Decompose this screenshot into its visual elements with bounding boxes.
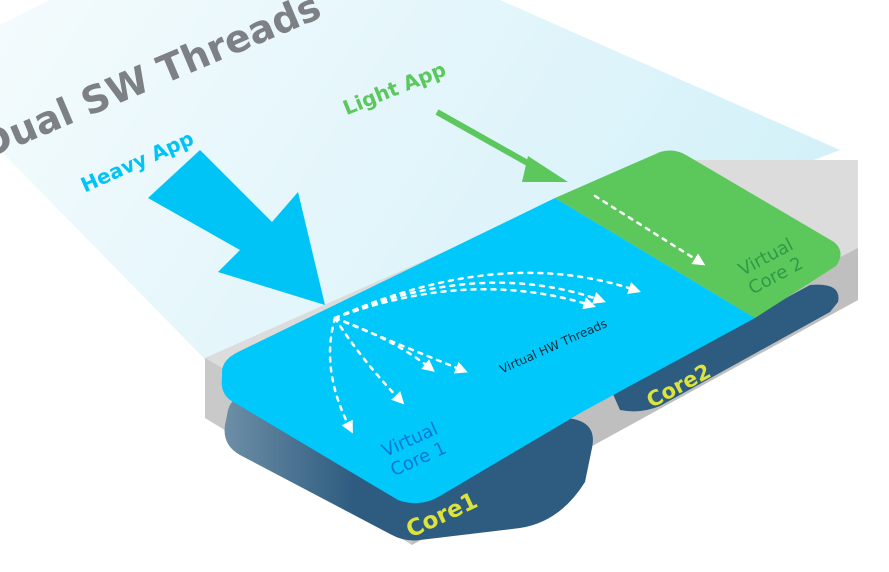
thread-arrow xyxy=(333,316,405,405)
light-thread-arrow xyxy=(593,194,706,266)
physical-core-2 xyxy=(612,284,839,412)
light-beam xyxy=(0,0,840,385)
thread-arrow xyxy=(333,288,596,320)
thread-arrow xyxy=(333,316,468,374)
thread-arrow xyxy=(333,281,606,320)
virtual-core-2 xyxy=(555,150,841,318)
thread-arrow xyxy=(333,271,641,320)
heavy-app-arrow xyxy=(148,150,325,305)
virtual-core-1 xyxy=(221,198,755,504)
thread-arrow xyxy=(328,316,353,434)
light-app-arrow xyxy=(435,109,568,182)
virtual-hw-threads xyxy=(328,271,641,434)
